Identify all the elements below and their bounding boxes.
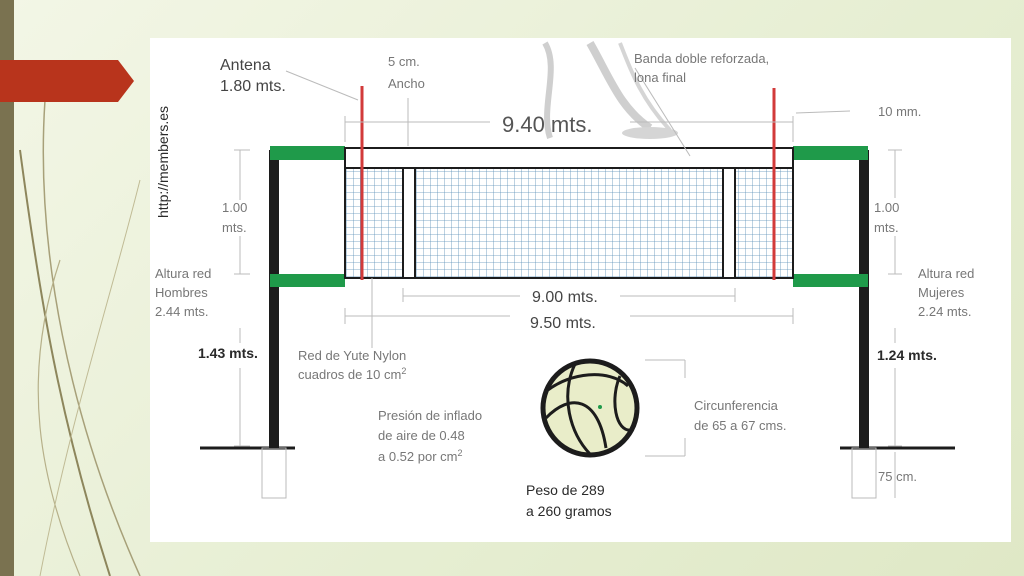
net-mesh xyxy=(344,167,794,279)
left-accent-bar xyxy=(0,0,14,576)
pressure-line3: a 0.52 por cm2 xyxy=(378,448,463,464)
men-line2: Hombres xyxy=(155,285,208,300)
net-material-sup: 2 xyxy=(401,366,406,376)
decorative-swooshes xyxy=(19,99,141,576)
weight-line2: a 260 gramos xyxy=(526,503,612,519)
women-line3: 2.24 mts. xyxy=(918,304,971,319)
pressure-line1: Presión de inflado xyxy=(378,408,482,423)
net-material-text: cuadros de 10 cm xyxy=(298,367,401,382)
right-top-green-band xyxy=(793,146,868,160)
pressure-sup: 2 xyxy=(458,448,463,458)
top-length-label: 9.40 mts. xyxy=(502,112,592,137)
men-line1: Altura red xyxy=(155,266,211,281)
right-foundation xyxy=(851,447,877,499)
foundation-label: 75 cm. xyxy=(878,469,917,484)
left-post xyxy=(269,150,279,448)
circumference-line1: Circunferencia xyxy=(694,398,779,413)
watermark-text: http://members.es xyxy=(155,106,171,218)
antenna-width-line1: 5 cm. xyxy=(388,54,420,69)
circumference-line2: de 65 a 67 cms. xyxy=(694,418,787,433)
antenna-title: Antena xyxy=(220,57,271,74)
left-span-line2: mts. xyxy=(222,220,247,235)
pressure-line2: de aire de 0.48 xyxy=(378,428,465,443)
women-line1: Altura red xyxy=(918,266,974,281)
right-bottom-green-band xyxy=(793,274,868,287)
band-line2: lona final xyxy=(634,70,686,85)
left-low-label: 1.43 mts. xyxy=(198,345,258,361)
right-post xyxy=(859,150,869,448)
net-top-band xyxy=(344,147,794,169)
dimension-lines xyxy=(234,67,902,498)
weight-line1: Peso de 289 xyxy=(526,482,605,498)
net-left-side-band xyxy=(402,167,416,279)
antenna-width-line2: Ancho xyxy=(388,76,425,91)
women-line2: Mujeres xyxy=(918,285,965,300)
right-span-line1: 1.00 xyxy=(874,200,899,215)
left-span-line1: 1.00 xyxy=(222,200,247,215)
court-width-label: 9.50 mts. xyxy=(530,315,596,332)
band-line1: Banda doble reforzada, xyxy=(634,51,769,66)
pressure-text: a 0.52 por cm xyxy=(378,449,458,464)
left-foundation xyxy=(261,447,287,499)
antenna-height: 1.80 mts. xyxy=(220,78,286,95)
volleyball-net-diagram: http://members.es xyxy=(150,38,1011,542)
volleyball-icon xyxy=(540,358,640,458)
net-width-label: 9.00 mts. xyxy=(532,289,598,306)
player-sketch xyxy=(542,41,678,139)
net-right-side-band xyxy=(722,167,736,279)
right-low-label: 1.24 mts. xyxy=(877,347,937,363)
left-bottom-green-band xyxy=(270,274,345,287)
arrow-tab-icon xyxy=(0,60,134,102)
left-top-green-band xyxy=(270,146,345,160)
net-material-line2: cuadros de 10 cm2 xyxy=(298,366,406,382)
men-line3: 2.44 mts. xyxy=(155,304,208,319)
right-span-line2: mts. xyxy=(874,220,899,235)
net-material-line1: Red de Yute Nylon xyxy=(298,348,406,363)
band-height-label: 10 mm. xyxy=(878,104,921,119)
